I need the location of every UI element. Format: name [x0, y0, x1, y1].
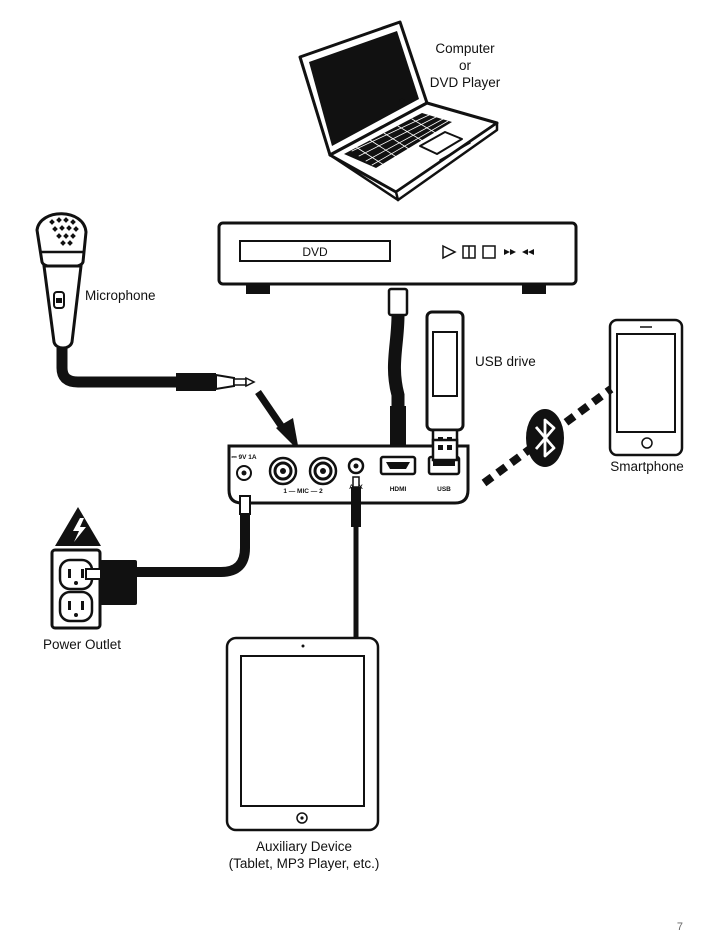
dvd-player-icon [217, 221, 578, 294]
speaker-rear-panel: ⎓ 9V 1A 1 — MIC — 2 AUX HDMI USB [227, 444, 470, 505]
smartphone-icon [608, 318, 684, 457]
aux-jack [347, 457, 365, 475]
power-outlet-icon [50, 548, 137, 630]
microphone-label: Microphone [85, 288, 156, 303]
bluetooth-link [481, 385, 614, 487]
arrow-to-mic-input [255, 390, 299, 451]
aux-device-label-line2: (Tablet, MP3 Player, etc.) [229, 856, 380, 871]
high-voltage-icon [55, 507, 101, 546]
tablet-icon [225, 636, 380, 832]
power-in-label: ⎓ 9V 1A [231, 454, 256, 461]
usb-port-label: USB [437, 486, 451, 493]
usb-drive-icon [425, 310, 465, 454]
dvd-display-label: DVD [302, 245, 328, 259]
mic-ports-label: 1 — MIC — 2 [283, 488, 323, 495]
aux-device-label-line1: Auxiliary Device [256, 839, 352, 854]
smartphone-label: Smartphone [610, 459, 684, 474]
hdmi-port [379, 455, 417, 476]
microphone-cable [56, 348, 256, 391]
microphone-icon [35, 212, 88, 350]
hdmi-cable [387, 287, 409, 450]
computer-label-line3: DVD Player [430, 75, 501, 90]
usb-drive-connector [431, 438, 459, 462]
laptop-icon [298, 20, 499, 202]
usb-drive-label: USB drive [475, 354, 536, 369]
aux-cable [351, 476, 361, 642]
hdmi-port-label: HDMI [390, 486, 407, 493]
page-number: 7 [677, 921, 683, 933]
computer-label-line2: or [459, 58, 472, 73]
computer-label-line1: Computer [435, 41, 495, 56]
power-cable [136, 495, 251, 577]
power-outlet-label: Power Outlet [43, 637, 121, 652]
mic-2-jack [308, 456, 338, 486]
mic-1-jack [268, 456, 298, 486]
